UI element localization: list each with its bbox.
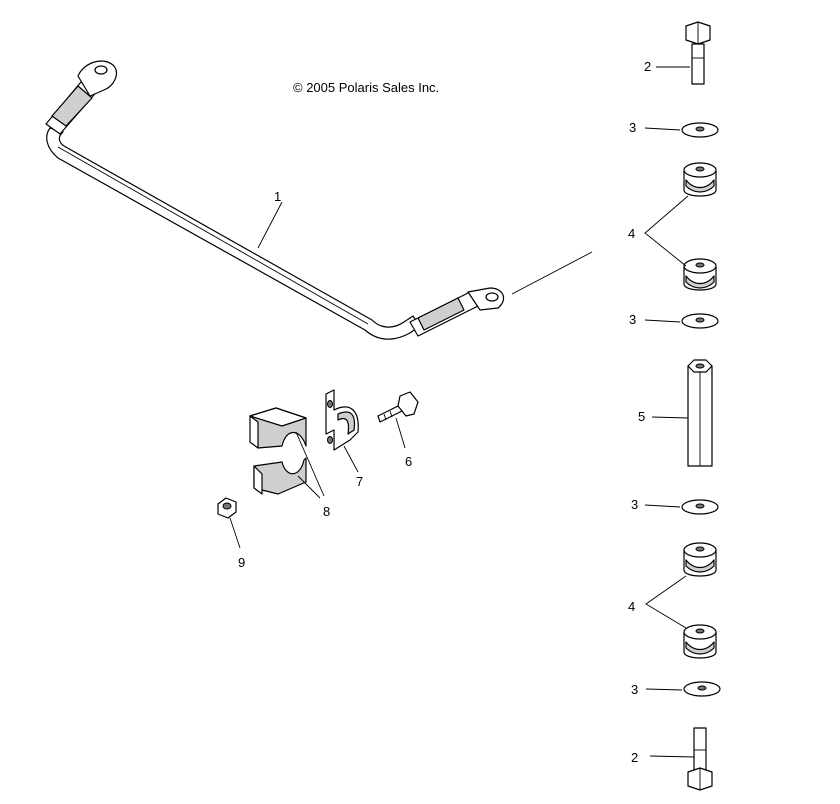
sway-bar-leader bbox=[257, 201, 283, 249]
callout-7: 7 bbox=[356, 474, 363, 489]
callout-4-lower: 4 bbox=[628, 599, 635, 614]
callout-4-upper: 4 bbox=[628, 226, 635, 241]
split-bushing bbox=[249, 407, 307, 495]
clamp-bolt bbox=[377, 391, 419, 423]
spacer-tube bbox=[687, 359, 713, 467]
washer-a bbox=[681, 122, 719, 138]
callout-2-bottom: 2 bbox=[631, 750, 638, 765]
callout-3b: 3 bbox=[629, 312, 636, 327]
washer-b bbox=[681, 313, 719, 329]
callout-9: 9 bbox=[238, 555, 245, 570]
bolt-bottom bbox=[687, 727, 713, 791]
washer-d bbox=[683, 681, 721, 697]
callout-8: 8 bbox=[323, 504, 330, 519]
callout-3d: 3 bbox=[631, 682, 638, 697]
callout-2-top: 2 bbox=[644, 59, 651, 74]
bolt-top bbox=[685, 21, 711, 85]
sway-bar bbox=[45, 60, 505, 340]
copyright-notice: © 2005 Polaris Sales Inc. bbox=[293, 80, 440, 95]
assembly-line bbox=[511, 251, 593, 295]
callout-5: 5 bbox=[638, 409, 645, 424]
callout-1: 1 bbox=[274, 189, 281, 204]
bushing-upper-pair bbox=[683, 162, 717, 291]
callout-3c: 3 bbox=[631, 497, 638, 512]
callout-3a: 3 bbox=[629, 120, 636, 135]
bushing-lower-pair bbox=[683, 542, 717, 659]
nut bbox=[217, 497, 237, 519]
callout-6: 6 bbox=[405, 454, 412, 469]
bracket bbox=[325, 389, 359, 451]
washer-c bbox=[681, 499, 719, 515]
